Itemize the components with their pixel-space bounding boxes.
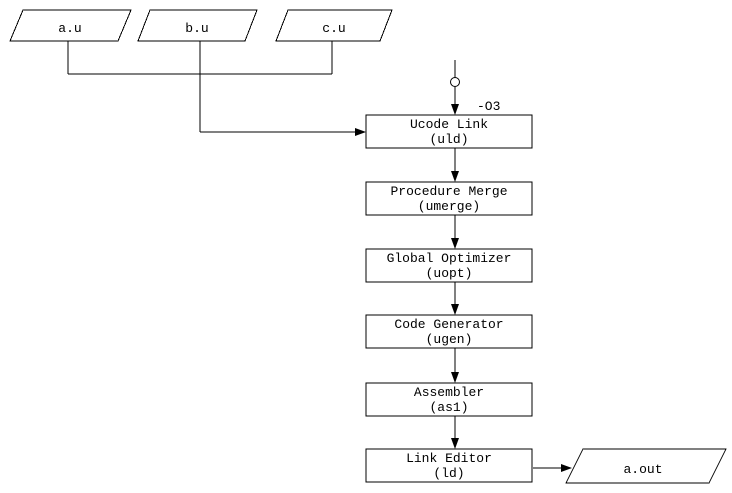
output-file-aout: a.out [565,448,727,484]
arrowhead-into-as1 [451,372,459,383]
stage-assembler-box [365,382,533,417]
entry-circle-node [450,77,460,87]
stage-procedure-merge-name: Procedure Merge [390,184,507,199]
arrowhead-into-ugen [451,304,459,315]
stage-ucode-link: Ucode Link (uld) [365,114,533,149]
input-file-bu-shape [137,9,258,42]
stage-link-editor-box [365,448,533,483]
input-file-au-shape [9,9,132,42]
stage-assembler: Assembler (as1) [365,382,533,417]
arrowhead-into-uld-left [355,128,366,136]
input-file-bu: b.u [137,9,258,42]
stage-global-optimizer-box [365,248,533,283]
stage-ucode-link-box [365,114,533,149]
arrowhead-into-uld-top [451,104,459,115]
arrowhead-into-uopt [451,238,459,249]
optimization-flag-label: -O3 [477,99,500,114]
input-file-bu-label: b.u [185,21,208,36]
stage-link-editor: Link Editor (ld) [365,448,533,483]
stage-global-optimizer-command: (uopt) [426,266,473,281]
stage-ucode-link-command: (uld) [429,132,468,147]
stage-assembler-command: (as1) [429,400,468,415]
stage-code-generator: Code Generator (ugen) [365,314,533,349]
stage-code-generator-name: Code Generator [394,317,503,332]
stage-code-generator-command: (ugen) [426,332,473,347]
stage-global-optimizer-name: Global Optimizer [387,251,512,266]
stage-link-editor-name: Link Editor [406,451,492,466]
input-file-cu-shape [275,9,393,42]
input-file-cu: c.u [275,9,393,42]
output-file-aout-shape [565,448,727,484]
arrowhead-into-ld [451,438,459,449]
stage-ucode-link-name: Ucode Link [410,117,488,132]
input-file-au: a.u [9,9,132,42]
stage-assembler-name: Assembler [414,385,484,400]
stage-procedure-merge-box [365,181,533,216]
arrowhead-into-umerge [451,171,459,182]
stage-procedure-merge-command: (umerge) [418,199,480,214]
stage-code-generator-box [365,314,533,349]
input-file-au-label: a.u [58,21,81,36]
stage-global-optimizer: Global Optimizer (uopt) [365,248,533,283]
input-file-cu-label: c.u [322,21,345,36]
arrowhead-into-aout [561,464,572,472]
output-file-aout-label: a.out [623,462,662,477]
stage-procedure-merge: Procedure Merge (umerge) [365,181,533,216]
stage-link-editor-command: (ld) [433,466,464,481]
